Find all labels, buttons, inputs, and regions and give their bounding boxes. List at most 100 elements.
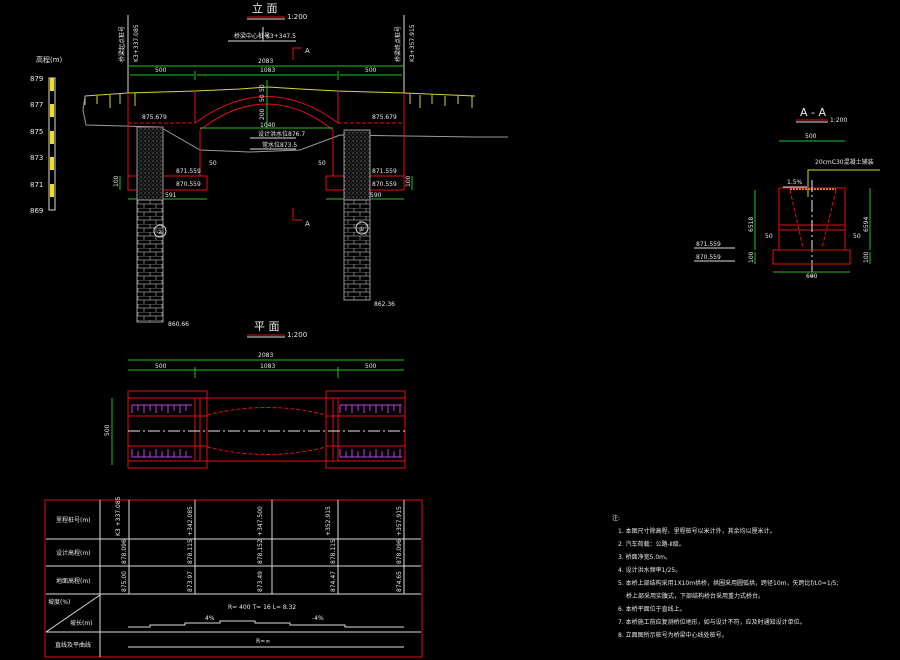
station-cell: +347.500 bbox=[257, 506, 264, 536]
note-item: 2. 汽车荷载：公路-Ⅱ级。 bbox=[618, 540, 685, 548]
notes: 注: 1. 本图尺寸除高程、里程桩号以米计外，其余均以厘米计。 2. 汽车荷载：… bbox=[612, 514, 839, 639]
section-taper bbox=[821, 189, 837, 249]
scale-segment bbox=[50, 131, 54, 144]
elevation-scale-title: 高程(m) bbox=[36, 55, 63, 64]
elevation-view: 立 面 1:200 桥梁中心桩号 K3+347.5 桥梁起点桩号 K3+337.… bbox=[82, 1, 508, 328]
ground-elev-cell: 874.47 bbox=[330, 571, 337, 592]
section-elev-2: 870.559 bbox=[696, 254, 721, 261]
dim-rise: 200 bbox=[259, 108, 266, 120]
dim-width-right: 590 bbox=[370, 192, 382, 199]
scale-tick: 869 bbox=[30, 207, 43, 215]
elev-found-right: 871.559 bbox=[372, 168, 397, 175]
design-elev-cell: 878.096 bbox=[396, 539, 403, 564]
pavement-note: 20cmC30混凝土铺装 bbox=[815, 158, 874, 166]
profile-table: 里程桩号(m) 设计高程(m) 地面高程(m) 坡度(%) 坡长(m) 直线及平… bbox=[44, 496, 423, 658]
ground-elev-cell: 873.97 bbox=[187, 571, 194, 592]
scale-segment bbox=[50, 184, 54, 197]
scale-segment bbox=[50, 104, 54, 117]
alignment: R=∞ bbox=[256, 638, 270, 645]
pile-left-bottom: 860.66 bbox=[168, 321, 189, 328]
ground-line bbox=[82, 95, 508, 153]
railing-hatch bbox=[131, 404, 402, 458]
end-stake-label: 桥梁终点桩号 bbox=[394, 26, 402, 62]
row-label-station: 里程桩号(m) bbox=[56, 516, 91, 524]
design-elev-cell: 878.115 bbox=[187, 539, 194, 564]
dim-crown-top: 50 bbox=[259, 84, 266, 92]
row-label-design-elev: 设计高程(m) bbox=[56, 549, 91, 557]
scale-segment bbox=[50, 157, 54, 170]
section-dim-right-footing: 100 bbox=[863, 251, 870, 263]
note-item: 桥上部采用实腹式，下部结构桥台采用重力式桥台。 bbox=[626, 592, 764, 600]
flood-level: 设计洪水位876.7 bbox=[258, 130, 305, 138]
grade-left: 4% bbox=[205, 615, 215, 622]
grade-line bbox=[128, 620, 404, 628]
pile-right-bottom: 862.36 bbox=[374, 301, 395, 308]
dim-crown-ring: 50 bbox=[259, 94, 266, 102]
dim-width-left: 591 bbox=[165, 192, 177, 199]
section-mark-bottom bbox=[292, 208, 302, 221]
pile-left-fill bbox=[136, 126, 164, 201]
plan-arch-outline bbox=[206, 446, 327, 455]
row-label-alignment: 直线及平曲线 bbox=[55, 641, 91, 649]
pile-left bbox=[136, 199, 164, 323]
note-item: 3. 桥面净宽5.0m。 bbox=[618, 553, 671, 561]
note-item: 8. 立面图所示桩号为桥梁中心线处桩号。 bbox=[618, 631, 728, 639]
elevation-scale: 高程(m) 879 877 875 873 871 869 bbox=[30, 55, 63, 215]
scale-tick: 873 bbox=[30, 154, 43, 162]
table-diagonal bbox=[45, 594, 101, 633]
section-mark-top bbox=[292, 47, 302, 60]
note-item: 4. 设计洪水频率1/25。 bbox=[618, 566, 681, 574]
plan-dim-right: 500 bbox=[365, 363, 377, 370]
elev-top-left: 875.679 bbox=[142, 114, 167, 121]
plan-view: 平 面 1:200 2083 500 1083 500 500 bbox=[104, 320, 406, 469]
plan-abutment-right bbox=[325, 390, 406, 469]
elev-top-right: 875.679 bbox=[372, 114, 397, 121]
pile-left-marker bbox=[153, 224, 167, 238]
start-stake-value: K3+337.085 bbox=[133, 24, 140, 62]
section-dim-right-height: 6594 bbox=[863, 217, 870, 232]
plan-arch-outline bbox=[206, 407, 327, 416]
section-elev-1: 871.559 bbox=[696, 241, 721, 248]
table-border bbox=[44, 499, 423, 658]
vertical-curve: R= 400 T= 16 L= 8.32 bbox=[228, 604, 296, 611]
section-aa: A - A 1:200 500 20cmC30混凝土铺装 1.5% 6518 6… bbox=[694, 106, 880, 280]
plan-dim-left: 500 bbox=[155, 363, 167, 370]
design-elev-cell: 878.096 bbox=[121, 539, 128, 564]
section-dim-left-footing: 100 bbox=[748, 251, 755, 263]
railing-posts bbox=[84, 93, 473, 108]
plan-dim-width: 500 bbox=[104, 424, 111, 436]
dim-right: 500 bbox=[365, 67, 377, 74]
notes-heading: 注: bbox=[612, 514, 620, 522]
plan-scale: 1:200 bbox=[287, 331, 307, 339]
section-dim-top: 500 bbox=[805, 133, 817, 140]
dim-footing-right: 100 bbox=[405, 175, 412, 187]
elev-found-left: 871.559 bbox=[176, 168, 201, 175]
pile-right-fill bbox=[343, 129, 371, 201]
dim-span: 1040 bbox=[260, 122, 275, 129]
row-label-grade: 坡度(%) bbox=[48, 598, 70, 606]
design-elev-cell: 878.152 bbox=[257, 539, 264, 564]
section-title: A - A bbox=[800, 106, 826, 119]
design-elev-cell: 878.115 bbox=[330, 539, 337, 564]
scale-tick: 879 bbox=[30, 75, 43, 83]
footing-left bbox=[127, 175, 208, 191]
center-stake-value: K3+347.5 bbox=[266, 33, 296, 40]
ground-elev-cell: 874.65 bbox=[396, 571, 403, 592]
scale-tick: 871 bbox=[30, 181, 43, 189]
note-item: 5. 本桥上部结构采用1X10m拱桥，拱圈采用圆弧拱，跨径10m，矢跨比f/L0… bbox=[618, 579, 839, 587]
note-item: 6. 本桥平面位于直线上。 bbox=[618, 605, 686, 613]
section-dim-bottom: 600 bbox=[806, 273, 818, 280]
dim-total: 2083 bbox=[258, 58, 273, 65]
section-mark-label: A bbox=[305, 47, 310, 55]
section-mark-label: A bbox=[305, 220, 310, 228]
section-dim-left-height: 6518 bbox=[748, 217, 755, 232]
pile-left-id: ② bbox=[157, 229, 163, 236]
scale-tick: 875 bbox=[30, 128, 43, 136]
elevation-scale-label: 1:200 bbox=[287, 13, 307, 21]
station-cell: K3 +337.085 bbox=[115, 496, 122, 536]
section-taper bbox=[789, 189, 804, 249]
plan-abutment-left bbox=[127, 390, 208, 469]
section-scale: 1:200 bbox=[830, 117, 847, 124]
section-footing bbox=[772, 249, 851, 265]
